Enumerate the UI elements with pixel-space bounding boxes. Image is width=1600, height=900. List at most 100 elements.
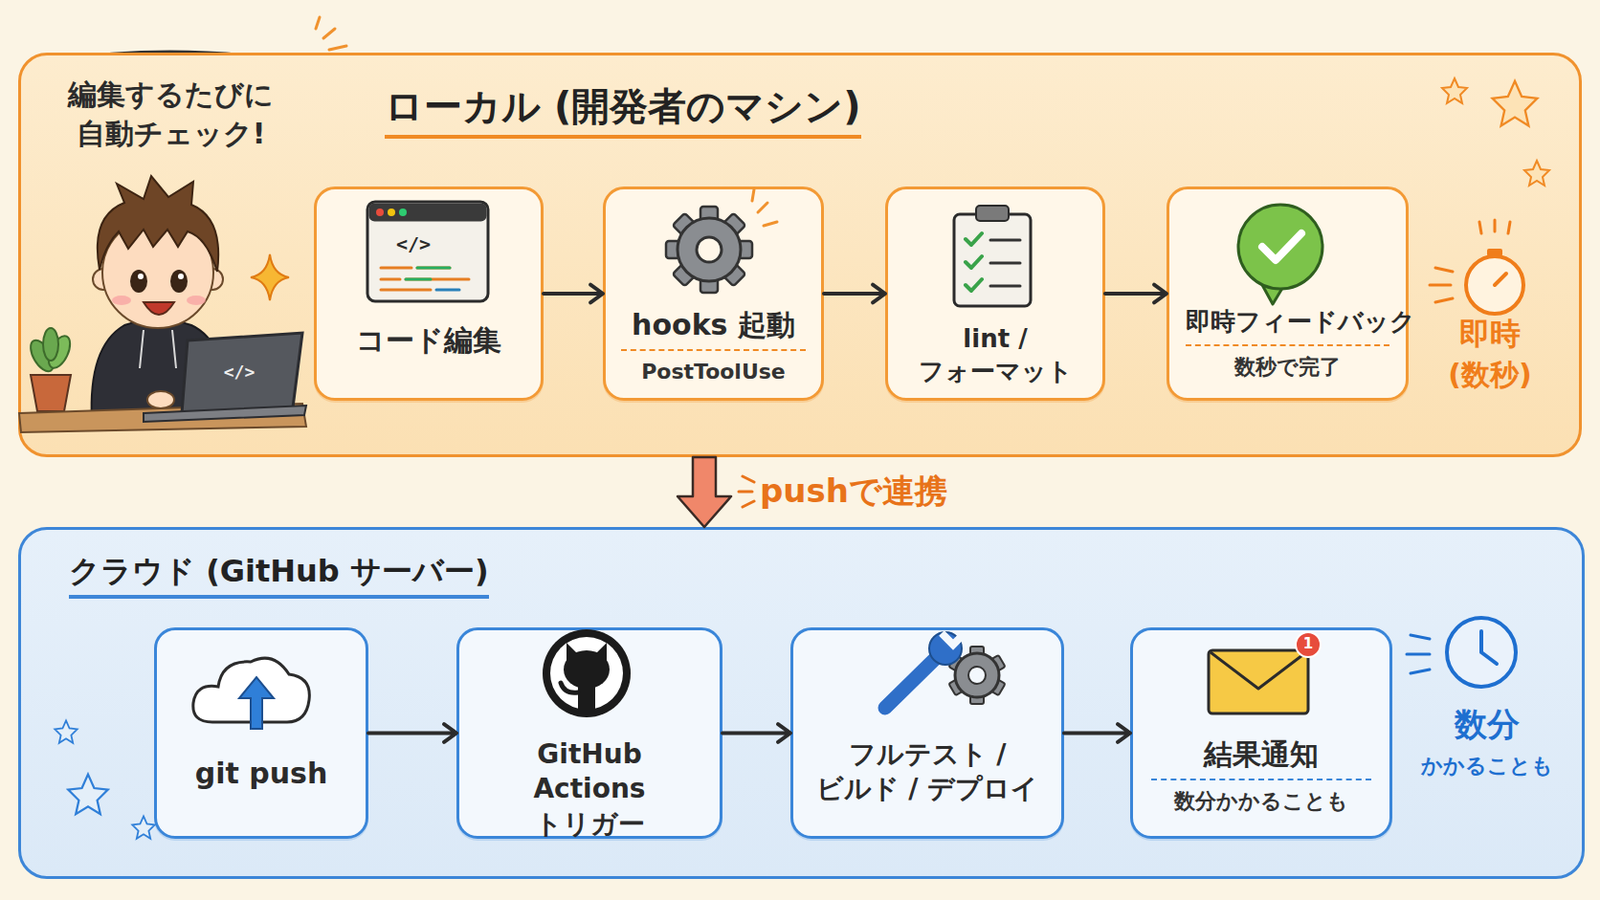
flow-arrow	[368, 724, 457, 743]
github-mark-icon	[560, 683, 578, 693]
developer-illustration	[186, 295, 206, 306]
flow-arrow	[1105, 285, 1167, 304]
code-window-icon	[367, 201, 489, 302]
developer-illustration	[19, 403, 307, 433]
band-heading: クラウド (GitHub サーバー)	[68, 551, 489, 600]
developer-illustration	[97, 176, 219, 272]
wrench-gear-icon	[968, 666, 986, 685]
wrench-gear-icon	[941, 633, 961, 645]
github-mark-icon	[563, 650, 610, 689]
gear-icon	[672, 213, 697, 238]
node-text: git push	[195, 755, 329, 793]
star-decoration	[132, 816, 155, 839]
developer-illustration	[201, 268, 223, 290]
wrench-gear-icon	[955, 653, 1000, 698]
star-decoration	[54, 720, 77, 743]
flow-arrow	[543, 285, 603, 304]
timer-icon	[1429, 220, 1524, 314]
developer-illustration	[92, 268, 114, 290]
cloud-upload-icon	[193, 658, 311, 730]
clipboard-icon	[965, 233, 982, 291]
clock-icon	[1481, 631, 1497, 665]
process-box: GitHub Actions トリガー	[456, 627, 723, 840]
wrench-gear-icon	[949, 655, 968, 674]
local-band: ローカル (開発者のマシン) コード編集 hooks 起動PostToolUse li…	[18, 52, 1582, 458]
gear-icon	[721, 213, 746, 238]
wrench-gear-icon	[929, 632, 962, 666]
check-bubble-icon	[1238, 204, 1323, 305]
node-text: コード編集	[355, 321, 502, 359]
node-text: GitHub Actions トリガー	[479, 737, 700, 843]
github-mark-icon	[550, 637, 623, 711]
timer-icon	[1494, 273, 1507, 286]
cloud-upload-icon	[193, 658, 311, 723]
flow-arrow	[1105, 285, 1167, 304]
developer-illustration	[43, 328, 59, 361]
developer-illustration	[111, 295, 132, 306]
process-box: フルテスト / ビルド / デプロイ	[790, 627, 1065, 840]
process-box: コード編集	[313, 186, 544, 401]
flow-arrow	[1064, 724, 1131, 743]
mail-icon	[1208, 632, 1321, 714]
developer-illustration	[181, 333, 303, 414]
developer-illustration	[137, 273, 144, 280]
edge-label: pushで連携	[759, 469, 948, 514]
clipboard-icon	[990, 240, 1021, 287]
developer-illustration	[25, 336, 59, 376]
mail-icon	[1208, 650, 1309, 714]
node-subtext: 数秒で完了	[1234, 354, 1341, 382]
wrench-gear-icon	[885, 632, 1005, 709]
wrench-gear-icon	[970, 646, 984, 661]
band-heading: ローカル (開発者のマシン)	[384, 80, 862, 139]
flow-arrow	[823, 285, 886, 304]
star-decoration	[1442, 78, 1467, 104]
gear-icon	[666, 189, 778, 293]
mail-icon	[1295, 632, 1321, 658]
developer-illustration	[44, 333, 75, 372]
process-box: hooks 起動PostToolUse	[602, 186, 824, 401]
node-text: hooks 起動	[621, 306, 807, 352]
github-mark-icon	[542, 629, 631, 718]
developer-illustration	[170, 269, 188, 293]
github-mark-icon	[577, 681, 596, 711]
wrench-gear-icon	[949, 646, 1006, 705]
gear-icon	[721, 262, 746, 287]
github-mark-icon	[566, 643, 607, 663]
flow-arrow	[677, 457, 732, 528]
code-window-icon	[436, 288, 460, 292]
gear-icon	[677, 218, 741, 282]
developer-illustration	[139, 330, 177, 369]
flow-arrow	[722, 724, 791, 743]
clipboard-icon	[954, 214, 1031, 307]
timer-icon	[1487, 248, 1503, 257]
clock-icon	[1406, 635, 1430, 674]
developer-illustration	[143, 302, 175, 315]
developer-illustration	[250, 254, 289, 301]
wrench-gear-icon	[970, 690, 984, 705]
code-window-icon	[376, 208, 384, 217]
cloud-band: クラウド (GitHub サーバー) git push GitHub Actions…	[18, 527, 1585, 880]
code-window-icon	[405, 267, 450, 280]
bubble-sparks	[315, 17, 347, 50]
gear-icon	[700, 275, 718, 293]
gear-icon	[700, 206, 718, 224]
timer-icon	[1466, 256, 1524, 314]
flow-arrow	[543, 285, 603, 304]
star-decoration	[54, 78, 1550, 840]
star-decoration	[67, 775, 109, 816]
developer-illustration	[30, 375, 71, 412]
node-text: lint / フォーマット	[888, 323, 1103, 389]
gear-icon	[672, 262, 697, 287]
code-window-icon	[380, 267, 469, 290]
star-decoration	[1524, 160, 1550, 186]
code-window-icon	[387, 208, 396, 217]
developer-illustration	[143, 405, 307, 423]
developer-illustration	[177, 273, 184, 280]
flow-arrow	[823, 285, 886, 304]
check-bubble-icon	[1262, 233, 1302, 261]
wrench-gear-icon	[885, 654, 940, 709]
developer-illustration	[19, 176, 307, 433]
clock-icon	[1406, 618, 1516, 688]
